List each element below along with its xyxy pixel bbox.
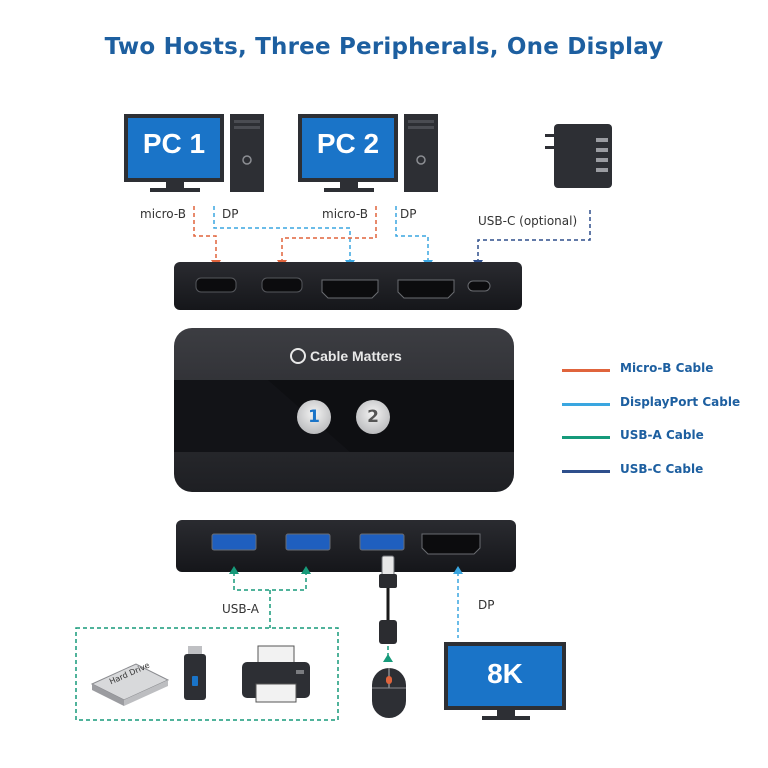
legend-usb-a-swatch	[562, 436, 610, 439]
display-dp-label: DP	[478, 598, 495, 612]
pc1-monitor-icon	[124, 114, 224, 192]
pc2-monitor-icon	[298, 114, 398, 192]
brand-logo-icon	[290, 348, 306, 364]
host-2-select-button[interactable]: 2	[356, 400, 390, 434]
usb-a-label: USB-A	[222, 602, 259, 616]
page-title: Two Hosts, Three Peripherals, One Displa…	[104, 34, 664, 60]
legend-micro-b-swatch	[562, 369, 610, 372]
legend-micro-b-label: Micro-B Cable	[620, 361, 714, 375]
legend-usb-c-swatch	[562, 470, 610, 473]
printer-icon	[242, 645, 310, 703]
usb-c-optional-label: USB-C (optional)	[478, 214, 578, 228]
display-8k-label: 8K	[487, 658, 523, 689]
brand-logo: Cable Matters	[290, 348, 402, 364]
display-8k-monitor-icon	[444, 642, 566, 720]
hard-drive-icon	[90, 663, 170, 706]
pc1-tower-icon	[230, 114, 264, 192]
pc2-dp-label: DP	[400, 207, 417, 221]
pc2-tower-icon	[404, 114, 438, 192]
switch-top-body	[174, 328, 514, 492]
pc1-micro-b-label: micro-B	[140, 207, 186, 221]
peripheral-cables	[233, 572, 459, 660]
legend-displayport-label: DisplayPort Cable	[620, 395, 741, 409]
host-1-select-button[interactable]: 1	[297, 400, 331, 434]
pc1-label: PC 1	[142, 128, 206, 159]
pc2-label: PC 2	[316, 128, 380, 159]
legend-displayport-swatch	[562, 403, 610, 406]
usb-power-adapter-icon	[545, 124, 612, 188]
peripheral-cable-arrows	[229, 566, 463, 662]
brand-name: Cable Matters	[310, 348, 402, 364]
switch-rear-panel	[174, 262, 522, 310]
flash-drive-icon	[184, 646, 206, 700]
legend-usb-a-label: USB-A Cable	[620, 428, 704, 442]
pc1-dp-label: DP	[222, 207, 239, 221]
peripheral-group-box	[75, 627, 339, 721]
pc2-micro-b-label: micro-B	[322, 207, 368, 221]
switch-front-panel	[176, 520, 516, 572]
usb-otg-adapter-icon	[379, 555, 397, 644]
host-cables	[193, 206, 591, 262]
mouse-icon	[372, 668, 406, 718]
legend-usb-c-label: USB-C Cable	[620, 462, 704, 476]
